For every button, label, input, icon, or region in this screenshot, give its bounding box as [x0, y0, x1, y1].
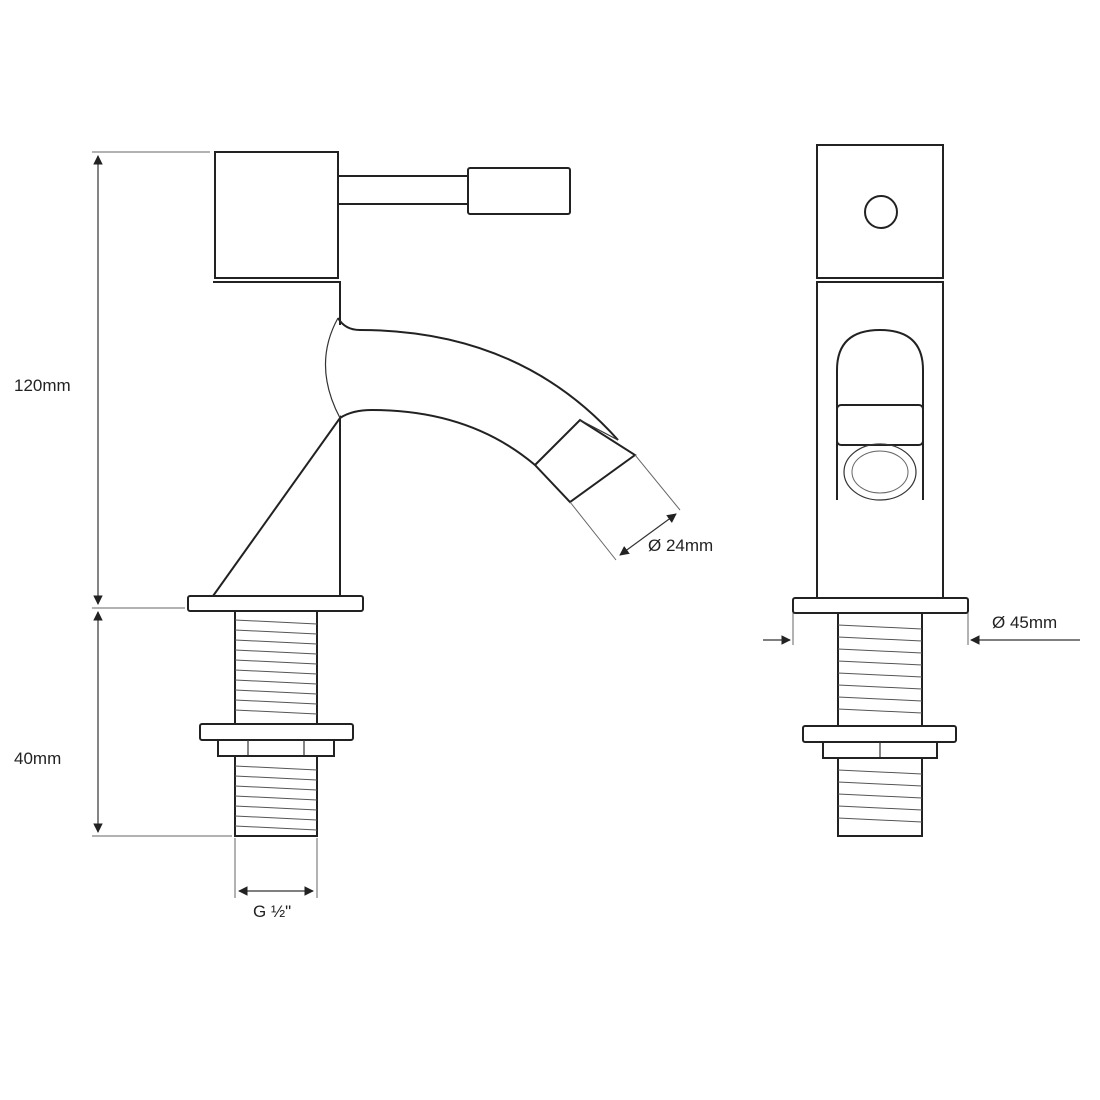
- side-lever-knob: [467, 167, 571, 215]
- side-aerator-edge: [579, 419, 619, 441]
- dimension-label-45mm: Ø 45mm: [992, 613, 1057, 632]
- dimension-label-40mm: 40mm: [14, 749, 61, 768]
- front-aerator-ring: [836, 404, 924, 446]
- side-handle-body: [214, 151, 339, 279]
- side-aerator: [533, 418, 637, 504]
- front-thread-lines-lower: [837, 769, 923, 823]
- front-aerator-mesh: [843, 443, 917, 501]
- dimension-height-120: 120mm: [14, 151, 210, 609]
- dimension-spout-diameter: Ø 24mm: [569, 454, 713, 561]
- dimension-label-thread: G ½": [253, 902, 291, 921]
- side-spout: [337, 317, 619, 466]
- side-view: [187, 151, 637, 837]
- front-aerator-mesh-inner: [851, 450, 909, 494]
- front-thread-lines-upper: [837, 624, 923, 714]
- side-faucet-body: [211, 281, 341, 597]
- front-threaded-shank-lower: [837, 757, 923, 837]
- side-nut: [217, 739, 335, 757]
- front-washer: [802, 725, 957, 743]
- side-thread-lines-lower: [234, 765, 318, 831]
- side-lever-rod: [337, 175, 469, 205]
- side-threaded-shank-upper: [234, 610, 318, 725]
- front-handle-body: [816, 144, 944, 279]
- side-base-flange: [187, 595, 364, 612]
- front-base-flange: [792, 597, 969, 614]
- side-thread-lines-upper: [234, 619, 318, 715]
- front-view: [792, 144, 969, 837]
- dimension-thread-size: G ½": [234, 838, 318, 921]
- dimension-height-40: 40mm: [14, 611, 232, 837]
- front-threaded-shank-upper: [837, 612, 923, 727]
- dimension-base-diameter: Ø 45mm: [763, 613, 1080, 645]
- dimension-label-24mm: Ø 24mm: [648, 536, 713, 555]
- side-spout-joint: [324, 317, 341, 419]
- dimension-label-120mm: 120mm: [14, 376, 71, 395]
- front-spout-slot: [836, 328, 924, 500]
- front-lever-hole: [864, 195, 898, 229]
- side-washer: [199, 723, 354, 741]
